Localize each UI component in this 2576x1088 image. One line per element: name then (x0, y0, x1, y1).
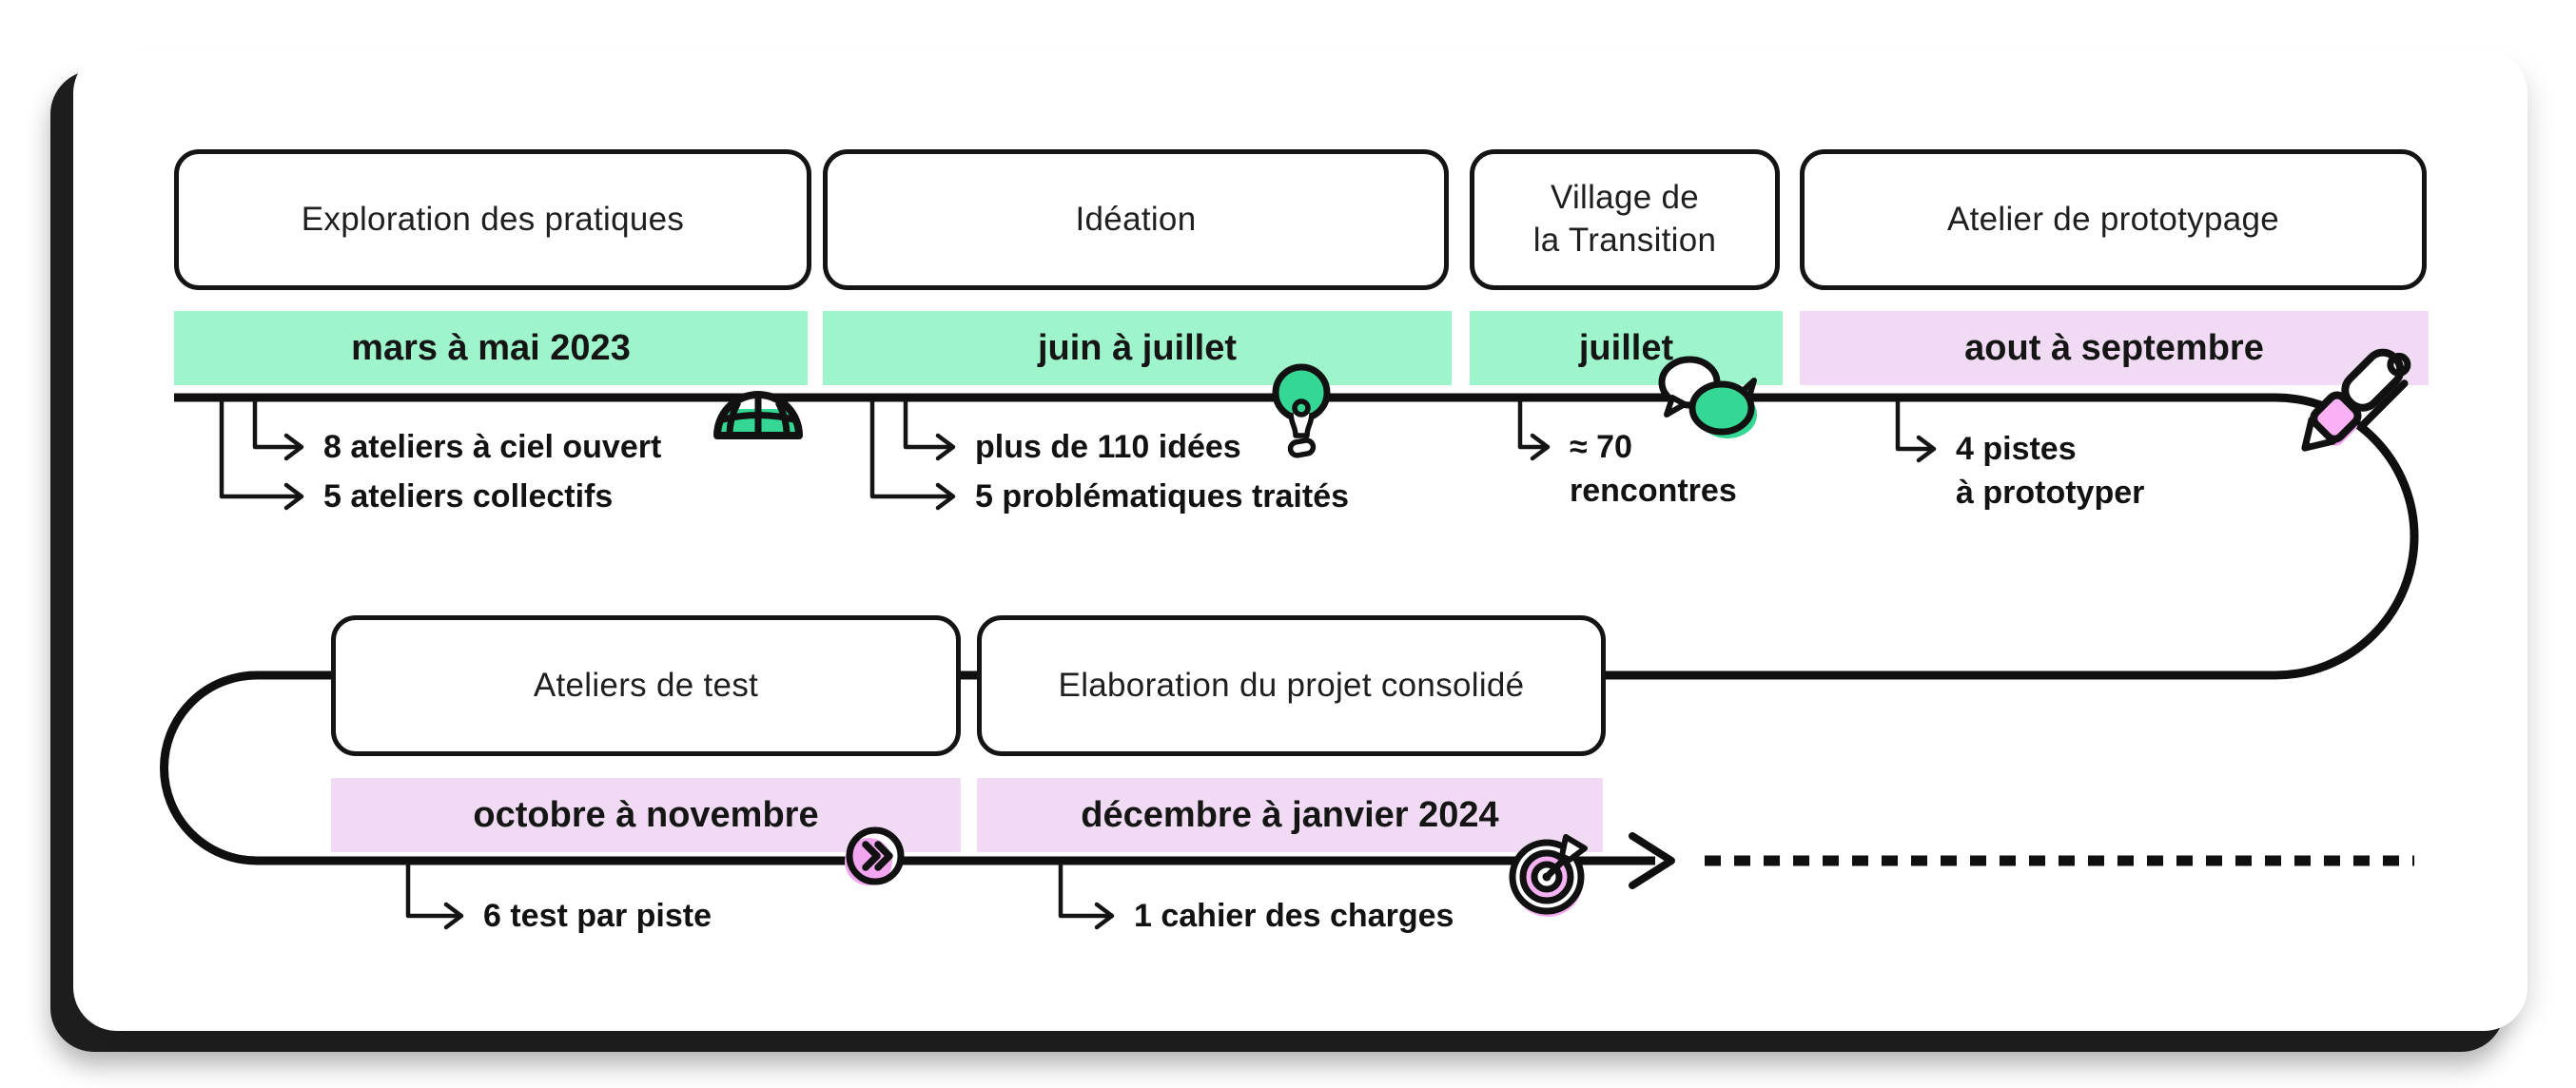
detail-item: ≈ 70 rencontres (1570, 428, 1737, 509)
period-bar-projet-consolide: décembre à janvier 2024 (977, 778, 1603, 852)
pen-icon (2301, 348, 2411, 452)
detail-item: 5 problématiques traités (975, 477, 1350, 515)
main-timeline-path (160, 393, 2419, 865)
period-bar-prototypage: aout à septembre (1800, 311, 2429, 385)
detail-item: 6 test par piste (483, 897, 712, 934)
period-bar-ideation: juin à juillet (823, 311, 1452, 385)
phase-box-village: Village de la Transition (1470, 149, 1780, 290)
phase-box-ideation: Idéation (823, 149, 1449, 290)
detail-item: 5 ateliers collectifs (323, 477, 614, 515)
phase-box-exploration: Exploration des pratiques (174, 149, 811, 290)
detail-item: 1 cahier des charges (1134, 897, 1454, 934)
detail-item: plus de 110 idées (975, 428, 1241, 465)
phase-box-projet-consolide: Elaboration du projet consolidé (977, 615, 1606, 756)
lightbulb-icon (1272, 363, 1331, 458)
chat-bubbles-icon (1658, 356, 1757, 438)
period-bar-exploration: mars à mai 2023 (174, 311, 808, 385)
globe-dome-icon (713, 391, 803, 439)
fast-forward-icon (845, 826, 905, 885)
phase-box-prototypage: Atelier de prototypage (1800, 149, 2427, 290)
future-arrowhead-icon (1629, 832, 1675, 889)
phase-box-test: Ateliers de test (331, 615, 961, 756)
detail-item: 4 pistes à prototyper (1956, 430, 2145, 511)
detail-item: 8 ateliers à ciel ouvert (323, 428, 662, 465)
target-icon (1509, 834, 1588, 917)
period-bar-village: juillet (1470, 311, 1783, 385)
branch-connectors (219, 398, 1937, 930)
